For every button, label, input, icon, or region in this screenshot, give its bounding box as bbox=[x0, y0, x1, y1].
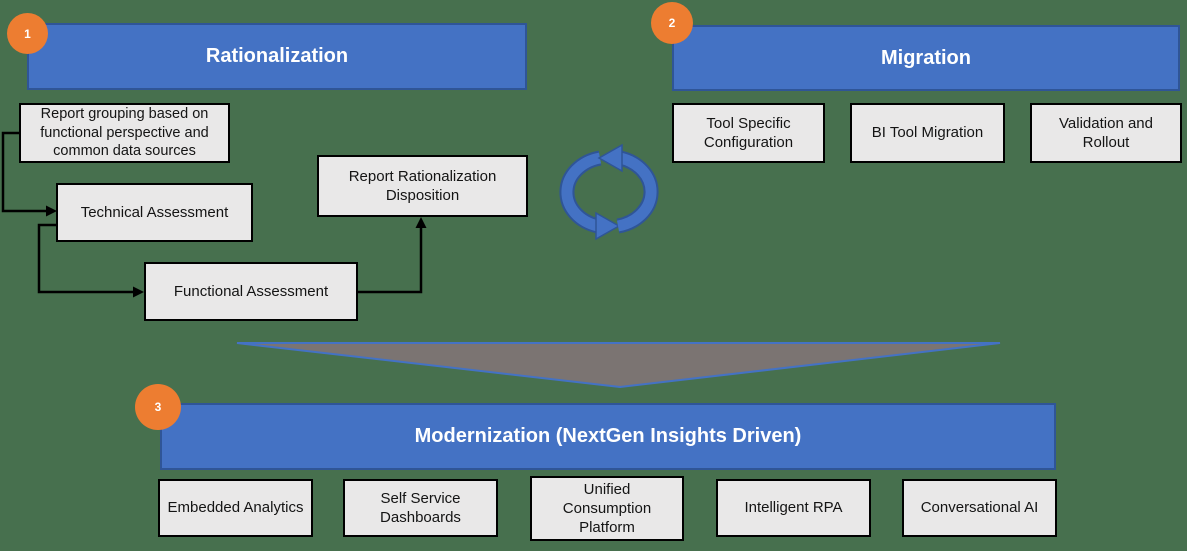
report-grouping-label: Report grouping based on functional pers… bbox=[40, 106, 209, 160]
conversational-ai-label: Conversational AI bbox=[920, 499, 1039, 517]
cycle-left-arc bbox=[561, 152, 602, 232]
tool-specific-configuration-box: Tool Specific Configuration bbox=[672, 103, 825, 163]
modernization-title: Modernization (NextGen Insights Driven) bbox=[414, 425, 802, 447]
step-badge-2-number: 2 bbox=[668, 16, 676, 30]
arrowhead-up-icon bbox=[415, 217, 427, 228]
connector-technical-to-functional bbox=[37, 223, 133, 294]
cycle-arrows-icon bbox=[559, 144, 659, 241]
step-badge-3-number: 3 bbox=[154, 400, 162, 414]
validation-and-rollout-box: Validation and Rollout bbox=[1030, 103, 1182, 163]
connector-functional-to-disposition bbox=[358, 227, 423, 294]
bi-tool-migration-label: BI Tool Migration bbox=[871, 124, 984, 142]
cycle-right-arc bbox=[616, 152, 657, 232]
report-rationalization-disposition-label: Report Rationalization Disposition bbox=[348, 167, 497, 204]
step-badge-2: 2 bbox=[651, 2, 693, 44]
rationalization-title: Rationalization bbox=[205, 45, 349, 67]
functional-assessment-label: Functional Assessment bbox=[173, 282, 329, 300]
cycle-arrowhead-right bbox=[595, 211, 621, 241]
bi-tool-migration-box: BI Tool Migration bbox=[850, 103, 1005, 163]
conversational-ai-box: Conversational AI bbox=[902, 479, 1057, 537]
embedded-analytics-box: Embedded Analytics bbox=[158, 479, 313, 537]
validation-and-rollout-label: Validation and Rollout bbox=[1059, 114, 1153, 151]
rationalization-banner: Rationalization bbox=[27, 23, 527, 90]
modernization-banner: Modernization (NextGen Insights Driven) bbox=[160, 403, 1056, 470]
arrowhead-right-icon bbox=[133, 286, 144, 298]
tool-specific-configuration-label: Tool Specific Configuration bbox=[703, 114, 794, 151]
functional-assessment-box: Functional Assessment bbox=[144, 262, 358, 321]
unified-consumption-platform-label: Unified Consumption Platform bbox=[562, 480, 652, 537]
connector-grouping-to-technical bbox=[1, 131, 46, 213]
step-badge-1-number: 1 bbox=[24, 26, 31, 41]
migration-title: Migration bbox=[881, 46, 971, 69]
intelligent-rpa-box: Intelligent RPA bbox=[716, 479, 871, 537]
technical-assessment-box: Technical Assessment bbox=[56, 183, 253, 242]
technical-assessment-label: Technical Assessment bbox=[80, 203, 229, 221]
cycle-arrowhead-left bbox=[597, 144, 623, 173]
step-badge-3: 3 bbox=[135, 384, 181, 430]
step-badge-1: 1 bbox=[7, 13, 48, 54]
arrowhead-right-icon bbox=[46, 205, 57, 217]
migration-banner: Migration bbox=[672, 25, 1180, 91]
self-service-dashboards-box: Self Service Dashboards bbox=[343, 479, 498, 537]
intelligent-rpa-label: Intelligent RPA bbox=[744, 499, 843, 517]
unified-consumption-platform-box: Unified Consumption Platform bbox=[530, 476, 684, 541]
report-rationalization-disposition-box: Report Rationalization Disposition bbox=[317, 155, 528, 217]
embedded-analytics-label: Embedded Analytics bbox=[167, 499, 304, 517]
self-service-dashboards-label: Self Service Dashboards bbox=[380, 489, 461, 526]
report-grouping-box: Report grouping based on functional pers… bbox=[19, 103, 230, 163]
funnel-triangle-shape bbox=[236, 342, 1001, 389]
